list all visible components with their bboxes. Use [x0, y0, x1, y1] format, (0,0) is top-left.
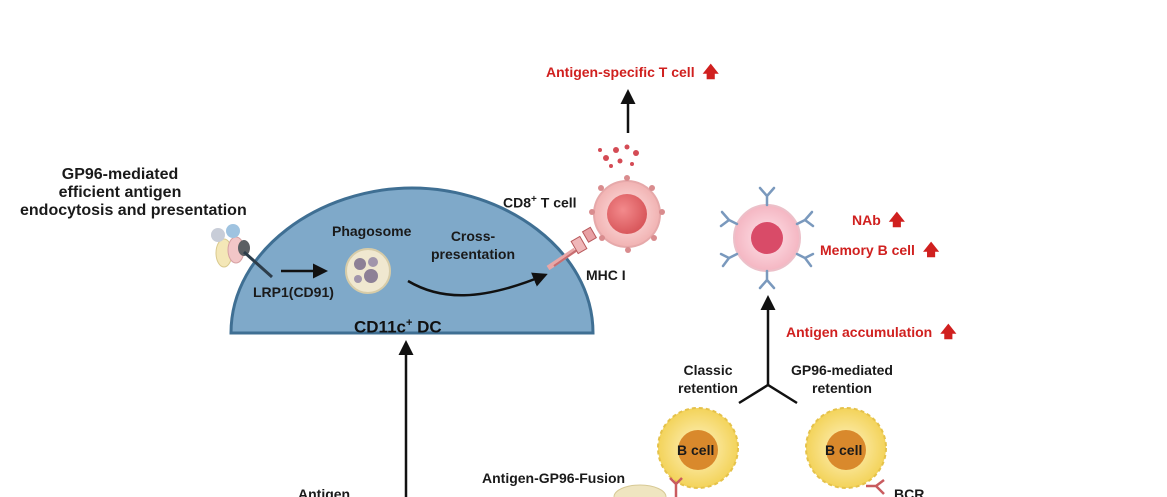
arrow-cross-presentation — [407, 272, 548, 297]
b-cell-right-label: B cell — [825, 442, 863, 458]
antigen-t-cell-text: Antigen-specific T cell — [546, 64, 695, 80]
cd8-label: CD8+ T cell — [503, 191, 577, 212]
cytokine-dots — [598, 144, 639, 168]
memory-b-cell-icon — [733, 204, 801, 272]
up-arrow-icon: 🡅 — [922, 242, 940, 259]
gp96-retention-label: GP96-mediated retention — [782, 361, 902, 397]
memory-b-label: Memory B cell 🡅 — [820, 241, 939, 260]
antigen-accumulation-label: Antigen accumulation 🡅 — [786, 323, 957, 342]
up-arrow-icon: 🡅 — [702, 64, 719, 81]
antigen-fusion-icon — [613, 484, 667, 497]
classic-retention-label: Classic retention — [666, 361, 750, 397]
antigen-cluster-icon — [211, 224, 273, 279]
gp96-uptake-line2: efficient antigen — [58, 184, 182, 201]
antigen-bottom-label: Antigen — [298, 486, 351, 497]
retention-fork — [738, 383, 798, 405]
dc-name: CD11c — [354, 317, 406, 337]
bcr-label: BCR — [894, 486, 925, 497]
antigen-t-cell-label: Antigen-specific T cell 🡅 — [546, 63, 719, 82]
mhc-i-icon — [546, 226, 598, 271]
gp96-uptake-line3: endocytosis and presentation — [20, 202, 247, 219]
b-cell-left-label: B cell — [677, 442, 715, 458]
phagosome-label: Phagosome — [332, 223, 412, 239]
up-arrow-icon: 🡅 — [888, 212, 906, 229]
nab-text: NAb — [852, 212, 881, 228]
antigen-accumulation-text: Antigen accumulation — [786, 324, 933, 340]
fusion-label: Antigen-GP96-Fusion — [482, 470, 626, 486]
classic-line1: Classic — [683, 362, 733, 378]
gp96-uptake-line1: GP96-mediated — [61, 166, 179, 183]
cd8-sup: + — [531, 194, 537, 205]
mhc-label: MHC I — [586, 267, 626, 283]
cross-presentation-label: Cross- presentation — [418, 227, 528, 263]
lrp1-label: LRP1(CD91) — [253, 284, 334, 300]
cd8-name: CD8 — [503, 194, 532, 211]
phagosome-icon — [345, 248, 391, 294]
b-cell-right-icon — [805, 407, 887, 489]
bcr-icon — [669, 477, 885, 497]
memory-b-text: Memory B cell — [820, 242, 915, 258]
gp96-uptake-label: GP96-mediated efficient antigen endocyto… — [20, 166, 247, 220]
classic-line2: retention — [678, 380, 738, 396]
t-cell-icon — [589, 175, 665, 253]
gp96-retention-line1: GP96-mediated — [791, 362, 893, 378]
cd8-suffix: T cell — [536, 194, 577, 211]
up-arrow-icon: 🡅 — [940, 324, 957, 341]
dendritic-cell-body — [229, 186, 595, 335]
b-cell-left-icon — [657, 407, 739, 489]
cross-line1: Cross- — [450, 228, 496, 244]
dc-label: CD11c+ DC — [354, 314, 442, 337]
cross-line2: presentation — [430, 246, 515, 262]
dc-sup: + — [405, 317, 413, 329]
antibody-icon — [719, 186, 815, 290]
nab-label: NAb 🡅 — [852, 211, 905, 230]
dc-suffix: DC — [412, 317, 442, 337]
gp96-retention-line2: retention — [812, 380, 872, 396]
